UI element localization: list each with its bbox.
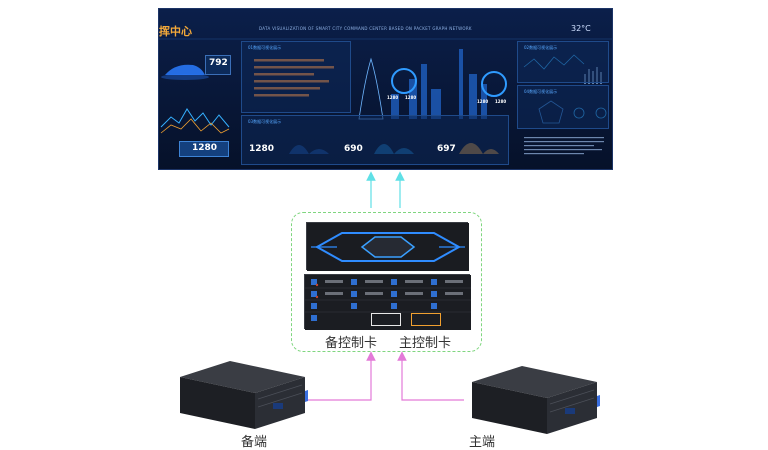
ring-2-value-a: 1280	[477, 99, 489, 104]
panel-01-title: 01数据可视化展示	[248, 45, 282, 50]
backup-card-highlight	[371, 313, 401, 326]
backup-card-label: 备控制卡	[325, 336, 378, 351]
left-bottom-number: 1280	[192, 143, 218, 153]
main-host-server	[472, 366, 600, 434]
arrow-backup-link	[305, 351, 376, 401]
backup-host-server	[180, 361, 308, 429]
controller-rear-panel	[304, 274, 471, 330]
stat-3-number: 697	[437, 144, 456, 154]
panel-01: 01数据可视化展示	[241, 41, 351, 113]
wall-temperature: 32°C	[571, 24, 591, 33]
panel-02: 02数据可视化展示	[517, 41, 609, 83]
stat-2-number: 690	[344, 144, 363, 154]
ring-1-value-a: 1280	[387, 95, 399, 100]
wall-subtitle: DATA VISUALIZATION OF SMART CITY COMMAND…	[259, 26, 472, 31]
left-bottom-box: 1280	[179, 141, 229, 157]
main-card-highlight	[411, 313, 441, 326]
panel-03-title: 03数据可视化展示	[248, 119, 282, 124]
panel-02-title: 02数据可视化展示	[524, 45, 558, 50]
wall-title: 挥中心	[159, 25, 192, 38]
controller-front-panel	[306, 222, 469, 271]
backup-end-label: 备端	[241, 435, 268, 450]
left-number-box: 792	[205, 55, 231, 75]
panel-03: 03数据可视化展示	[241, 115, 509, 165]
controller-rear-art	[305, 275, 471, 330]
stat-1-number: 1280	[249, 144, 275, 154]
video-wall-screen: 挥中心 DATA VISUALIZATION OF SMART CITY COM…	[158, 8, 613, 170]
arrow-main-link	[397, 351, 464, 401]
left-top-number: 792	[209, 58, 228, 68]
controller-front-art	[307, 223, 469, 271]
ring-1-value-b: 1280	[405, 95, 417, 100]
controller-group-frame	[291, 212, 482, 352]
panel-04-title: 04数据可视化展示	[524, 89, 558, 94]
main-end-label: 主端	[469, 435, 496, 450]
ring-2-value-b: 1280	[495, 99, 507, 104]
panel-04: 04数据可视化展示	[517, 85, 609, 129]
main-card-label: 主控制卡	[399, 336, 452, 351]
